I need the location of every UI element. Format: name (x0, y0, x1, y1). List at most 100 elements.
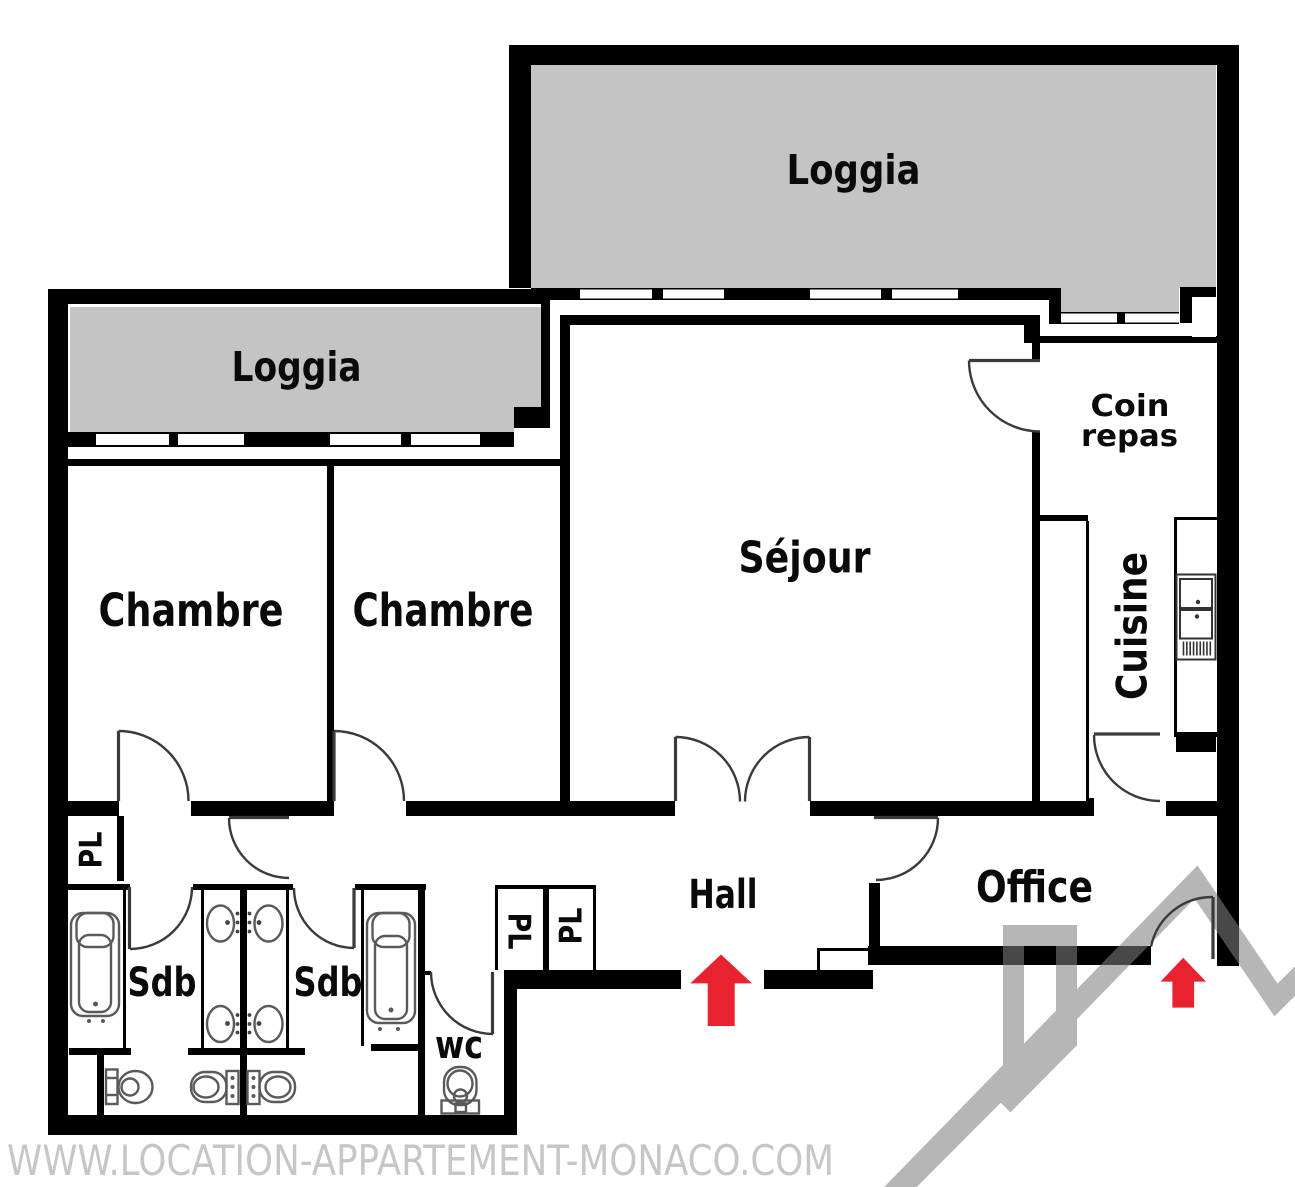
wall-window-stub (1049, 288, 1061, 324)
wall-corridor-5 (1166, 801, 1217, 816)
door-sejour-right-arc (743, 735, 810, 802)
room-label-loggia-left: Loggia (232, 343, 362, 391)
wall-pl-right-line (593, 889, 596, 970)
basin-2-bowl (253, 904, 284, 943)
wall-coin-top (1032, 336, 1217, 343)
bathtub-2-foot-1 (378, 1027, 382, 1031)
wall-vanity-divider (240, 884, 247, 1115)
faucet-dot (235, 911, 240, 916)
window-pane-4 (892, 289, 958, 299)
basin-1-bowl (205, 904, 236, 943)
room-label-wc: wc (435, 1023, 483, 1067)
wall-tub2-line (361, 890, 364, 1046)
basin-1-dot (225, 920, 230, 925)
bathtub-2-foot-2 (396, 1027, 400, 1031)
wall-hall-bottom-a (504, 970, 681, 989)
wall-pl1-right (117, 816, 124, 881)
window-pane-5 (1061, 313, 1117, 323)
toilet-wc-tank (440, 1099, 481, 1115)
bathtub-1-foot-1 (87, 1019, 91, 1023)
door-sejour-right (743, 735, 812, 802)
loggia-left-fill-a (70, 307, 541, 407)
wall-vanity-line-2 (286, 890, 289, 1049)
wall-tr-step-b (1180, 297, 1192, 323)
toilet-3-inner (264, 1075, 292, 1099)
door-wc-arc (429, 971, 494, 1036)
wall-pocket-1 (1192, 297, 1216, 337)
entrance-arrows (690, 954, 1206, 1026)
toilet-wc (440, 1065, 481, 1115)
wall-ll-step (514, 407, 550, 428)
door-chambre-2 (332, 729, 406, 802)
refrigerator-door-1 (1179, 578, 1213, 609)
toilet-wc-inner (446, 1069, 474, 1098)
room-label-pl-3: PL (554, 908, 590, 945)
room-label-loggia-top: Loggia (787, 146, 921, 194)
agency-logo (884, 865, 1295, 1187)
logo-path-2 (884, 865, 1295, 1187)
window-pane-8 (178, 434, 244, 445)
room-label-office: Office (976, 862, 1093, 913)
wall-sejour-top (563, 315, 1032, 325)
door-coin-repas (967, 358, 1041, 433)
wall-hall-bottom-b (764, 970, 873, 989)
wall-bath-top-b (355, 884, 426, 890)
door-couloir-arc (227, 817, 290, 880)
toilet-2 (189, 1069, 240, 1106)
wall-counter-top (1174, 517, 1217, 520)
wall-kitchen-foot (1086, 798, 1094, 816)
loggia-top-fill-b (1061, 288, 1179, 312)
wall-seg-sdb2 (188, 1048, 305, 1055)
windows (96, 289, 1216, 445)
faucet-dot (247, 1030, 252, 1035)
wall-office-divider (869, 883, 880, 965)
basin-4-dot (256, 1021, 262, 1026)
loggia-left-fill-b (70, 407, 514, 432)
room-label-sdb-1: Sdb (128, 960, 197, 1006)
room-label-cuisine: Cuisine (1108, 552, 1157, 700)
wall-topright-left (509, 45, 531, 288)
room-label-sejour: Séjour (739, 533, 871, 584)
bathtub-1-hood (75, 911, 115, 949)
door-chambre-2-arc (333, 729, 406, 802)
toilet-2-inner (192, 1075, 220, 1099)
toilet-1 (104, 1068, 154, 1106)
wall-chambre-top (68, 459, 560, 466)
faucet-dot (247, 929, 252, 934)
wall-counter-stub (1176, 735, 1216, 752)
toilet-1-inner (120, 1077, 140, 1097)
toilet-3-dot (251, 1085, 256, 1089)
window-pane-3 (810, 289, 881, 299)
wall-gaine-top (1038, 515, 1088, 521)
basin-3 (205, 1004, 236, 1044)
wall-seg-sdb1 (69, 1048, 131, 1055)
toilet-3-tank (246, 1069, 261, 1106)
door-chambre-1-arc (118, 729, 190, 802)
refrigerator-handle-1 (1195, 599, 1201, 605)
watermark: WWW.LOCATION-APPARTEMENT-MONACO.COM (7, 1136, 834, 1185)
faucet-dot (247, 1013, 252, 1017)
door-wc (429, 971, 495, 1036)
faucet-dot (247, 911, 252, 916)
wall-loggia-left-top (48, 289, 550, 304)
door-sejour-left-arc (675, 735, 742, 802)
entrance-arrow-main (690, 954, 752, 1026)
door-sdb-1 (127, 886, 194, 951)
window-pane-9 (330, 434, 401, 445)
refrigerator-handle-2 (1194, 614, 1200, 619)
wall-pl-mid (543, 889, 549, 970)
wall-corridor-4 (810, 801, 1094, 816)
wall-ll-bar (541, 290, 550, 407)
refrigerator-outline (1175, 573, 1217, 661)
faucet-dot (235, 929, 240, 934)
wall-chambre-divider (327, 459, 334, 801)
window-pane-6 (1125, 313, 1179, 323)
door-office-arc (875, 817, 940, 882)
agency-logo-shape (884, 865, 1295, 1187)
entrance-arrow-service (1160, 957, 1206, 1008)
toilet-3 (246, 1069, 297, 1106)
faucet-dot (235, 1030, 240, 1035)
door-swings (116, 358, 1215, 1036)
